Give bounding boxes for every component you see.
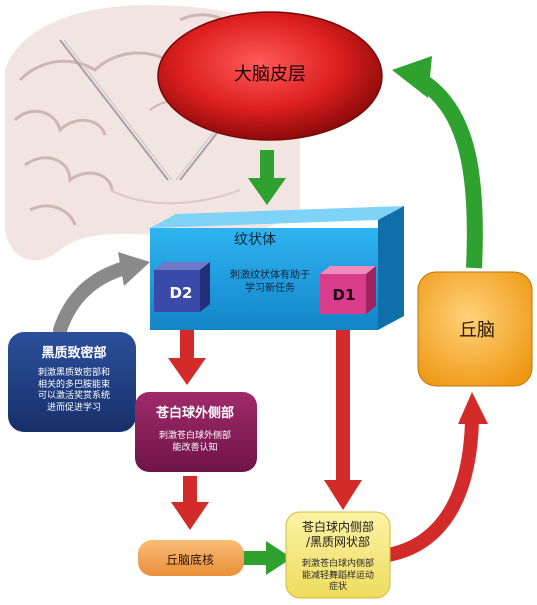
stn-to-gpi-arrow <box>243 541 292 575</box>
snc-label: 黑质致密部 <box>41 346 107 361</box>
striatum-note-line: 学习新任务 <box>245 282 295 294</box>
stn-node <box>138 540 244 576</box>
cortex-to-striatum-arrow <box>248 150 286 205</box>
gpe-note-line: 刺激苍白球外侧部 <box>158 431 231 441</box>
gpe-note-line: 能改善认知 <box>172 443 218 454</box>
snc-note: 刺激黑质致密部和 相关的多巴胺能束 可以激活奖赏系统 进而促进学习 <box>20 368 128 415</box>
d2-label: D2 <box>169 284 193 302</box>
striatum-label: 纹状体 <box>234 232 276 248</box>
gpi-label: 苍白球内侧部 /黑质网状部 <box>288 520 388 550</box>
d1-cube <box>320 266 376 314</box>
cortex-node <box>157 11 383 141</box>
gpi-note-line: 症状 <box>328 582 347 593</box>
gpi-label-line: 苍白球内侧部 <box>301 520 374 534</box>
gpe-label: 苍白球外侧部 <box>155 406 234 421</box>
gpi-note-line: 能减轻舞蹈样运动 <box>301 570 374 581</box>
gpi-node <box>285 511 391 599</box>
gpi-label-line: /黑质网状部 <box>305 535 371 549</box>
cortex-label: 大脑皮层 <box>234 64 306 85</box>
gpe-node <box>135 392 257 472</box>
gpe-note: 刺激苍白球外侧部 能改善认知 <box>138 430 252 454</box>
gpi-to-thalamus-arrow <box>386 392 488 562</box>
snc-note-line: 相关的多巴胺能束 <box>37 379 110 390</box>
striatum-note: 刺激纹状体有助于 学习新任务 <box>214 270 326 295</box>
snc-note-line: 可以激活奖赏系统 <box>37 391 110 402</box>
dopamine-arrow <box>53 252 150 337</box>
snc-note-line: 刺激黑质致密部和 <box>37 368 110 378</box>
d2-cube <box>154 262 210 312</box>
gpi-note-line: 刺激苍白球内侧部 <box>301 559 374 569</box>
snc-note-line: 进而促进学习 <box>46 403 101 414</box>
stn-label: 丘脑底核 <box>165 553 214 567</box>
thalamus-to-cortex-arrow <box>392 56 483 269</box>
striatum-note-line: 刺激纹状体有助于 <box>230 270 310 281</box>
snc-node <box>8 332 136 432</box>
d1-label: D1 <box>332 286 356 304</box>
striatum-to-gpe-arrow <box>168 322 206 385</box>
gpi-note: 刺激苍白球内侧部 能减轻舞蹈样运动 症状 <box>288 559 388 594</box>
d1-to-gpi-arrow <box>324 322 362 510</box>
gpe-to-stn-arrow <box>171 476 209 530</box>
thalamus-node <box>417 271 533 387</box>
thalamus-label: 丘脑 <box>459 320 495 341</box>
